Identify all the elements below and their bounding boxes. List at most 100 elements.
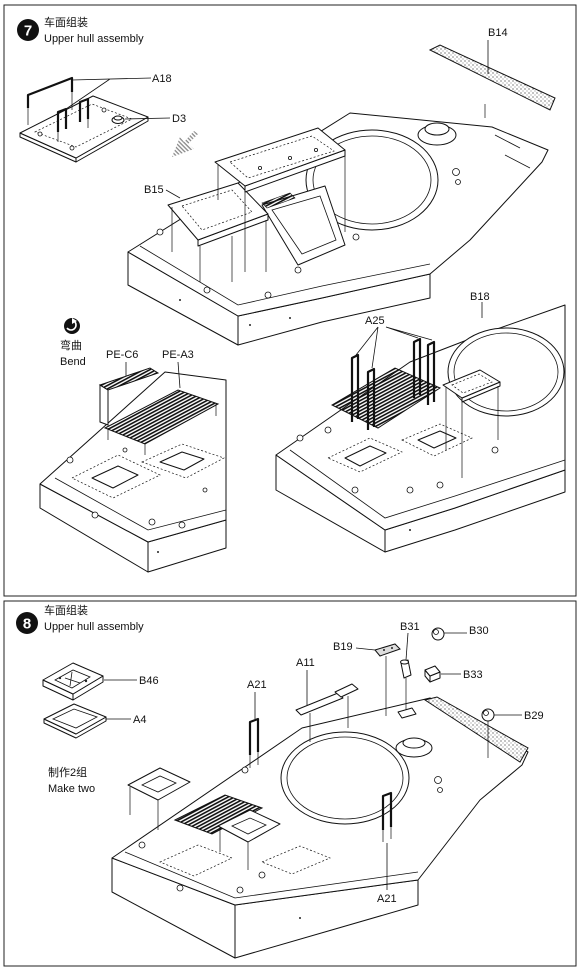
- a11-head: [334, 683, 359, 698]
- a25-leaders: [355, 326, 433, 369]
- b19-shape: [374, 643, 401, 657]
- b46-installed-1-detail: [141, 775, 177, 793]
- a25-label: A25: [365, 315, 385, 327]
- b18-plate: [442, 369, 501, 399]
- hull-bolt: [202, 487, 208, 493]
- b46-part: B46: [42, 662, 159, 701]
- b15-leader: [165, 189, 181, 199]
- make-two-cn: 制作2组: [48, 765, 87, 779]
- d3-label: D3: [172, 113, 186, 125]
- b15-plate-hatch: [181, 189, 253, 231]
- hatch-bolt: [287, 155, 292, 160]
- hull-right-hatch-1-inner: [344, 445, 387, 467]
- hull-hatch-1: [159, 844, 233, 877]
- a18-bolt: [37, 131, 43, 137]
- b46-rivet: [84, 679, 88, 683]
- a21-upper-part: A21: [247, 679, 267, 768]
- a11-guides: [309, 696, 349, 742]
- hull-right-glacis: [289, 449, 566, 519]
- b19-leader: [355, 647, 376, 651]
- cupola-top: [402, 737, 426, 749]
- hull-bolt: [178, 521, 186, 529]
- a11-bar: [295, 692, 344, 716]
- hull-left-glacis: [54, 477, 227, 531]
- hull-right-hatch-1: [327, 437, 403, 473]
- engine-deck-vent: [261, 192, 296, 209]
- a11-part: A11: [295, 657, 359, 742]
- b14-label: B14: [488, 27, 508, 39]
- a18-plate: [19, 95, 149, 159]
- a21-upper-label: A21: [247, 679, 267, 691]
- b46-top: [42, 662, 104, 695]
- hull-rivet: [409, 529, 411, 531]
- a25-handle-2: [366, 367, 376, 430]
- pe-a3-guide-lines: [107, 404, 217, 455]
- a18-guide-lines: [27, 92, 89, 142]
- a4-frame-inner: [51, 708, 99, 729]
- hull-rivet: [249, 324, 251, 326]
- step-number-badge: [16, 612, 38, 634]
- make-two-en: Make two: [48, 783, 95, 795]
- b29-label: B29: [524, 710, 544, 722]
- hull-bolt: [91, 511, 99, 519]
- turret-ring-inner: [312, 135, 432, 225]
- a25-handle-4: [426, 340, 436, 405]
- bend-label-en: Bend: [60, 356, 86, 368]
- hull-bolt: [203, 286, 211, 294]
- hull-bolt: [437, 787, 443, 793]
- b18-guide-lines: [445, 386, 499, 478]
- a4-frame-outer: [43, 703, 107, 735]
- hull-bolt: [406, 486, 414, 494]
- a11-label: A11: [296, 657, 315, 669]
- a21-lower-label: A21: [377, 893, 397, 905]
- b46-installed-2: [217, 809, 281, 843]
- hull-right-hatch-2: [401, 423, 473, 457]
- hull-bolt: [452, 168, 460, 176]
- a18-handle-long: [26, 76, 74, 108]
- b15-plate: [167, 182, 269, 241]
- step-number-badge: [17, 19, 39, 41]
- upper-hull-step7: [127, 112, 549, 346]
- a18-bolt: [69, 145, 75, 151]
- pe-c6-part: PE-C6: [98, 349, 160, 426]
- b15-label: B15: [144, 184, 164, 196]
- step-8-border: [3, 600, 577, 967]
- hull-bolt: [434, 776, 442, 784]
- bend-icon: [64, 318, 80, 334]
- hull-rivet: [179, 299, 181, 301]
- a25-handle-3: [412, 337, 422, 398]
- a25-handle-1: [350, 353, 360, 422]
- b19-label: B19: [333, 641, 353, 653]
- hull-bolt: [455, 179, 461, 185]
- turret-ring: [280, 731, 410, 825]
- pe-a3-label: PE-A3: [162, 349, 194, 361]
- hull-rivet: [299, 917, 301, 919]
- b33-part: B33: [424, 665, 483, 683]
- b31-mount: [397, 707, 417, 719]
- engine-hatch-inner: [229, 135, 335, 179]
- hull-bolt: [351, 486, 359, 494]
- hull-bolt: [176, 884, 184, 892]
- hull-bolt: [241, 766, 249, 774]
- engine-hatch-plate: [214, 127, 346, 272]
- hull-left-hatch-1-inner: [91, 465, 139, 489]
- a4-part: A4: [43, 703, 146, 739]
- a21-lower-handle: [381, 791, 393, 830]
- hull-bolt: [66, 456, 74, 464]
- hull-rear-detail: [494, 134, 531, 169]
- hull-bolt: [324, 426, 332, 434]
- b46-label: B46: [139, 675, 159, 687]
- step-title-en: Upper hull assembly: [44, 621, 144, 633]
- b14-part: B14: [428, 27, 556, 118]
- b31-part: B31: [397, 621, 420, 719]
- hull-bolt: [294, 266, 302, 274]
- hull-rivet: [289, 317, 291, 319]
- a21-lower-guide: [382, 827, 392, 842]
- b29-inner: [483, 710, 489, 716]
- a21-lower-part: A21: [377, 791, 397, 905]
- pe-c6-label: PE-C6: [106, 349, 138, 361]
- b31-label: B31: [400, 621, 420, 633]
- hull-bolt: [156, 228, 164, 236]
- hatch-bolt: [257, 165, 262, 170]
